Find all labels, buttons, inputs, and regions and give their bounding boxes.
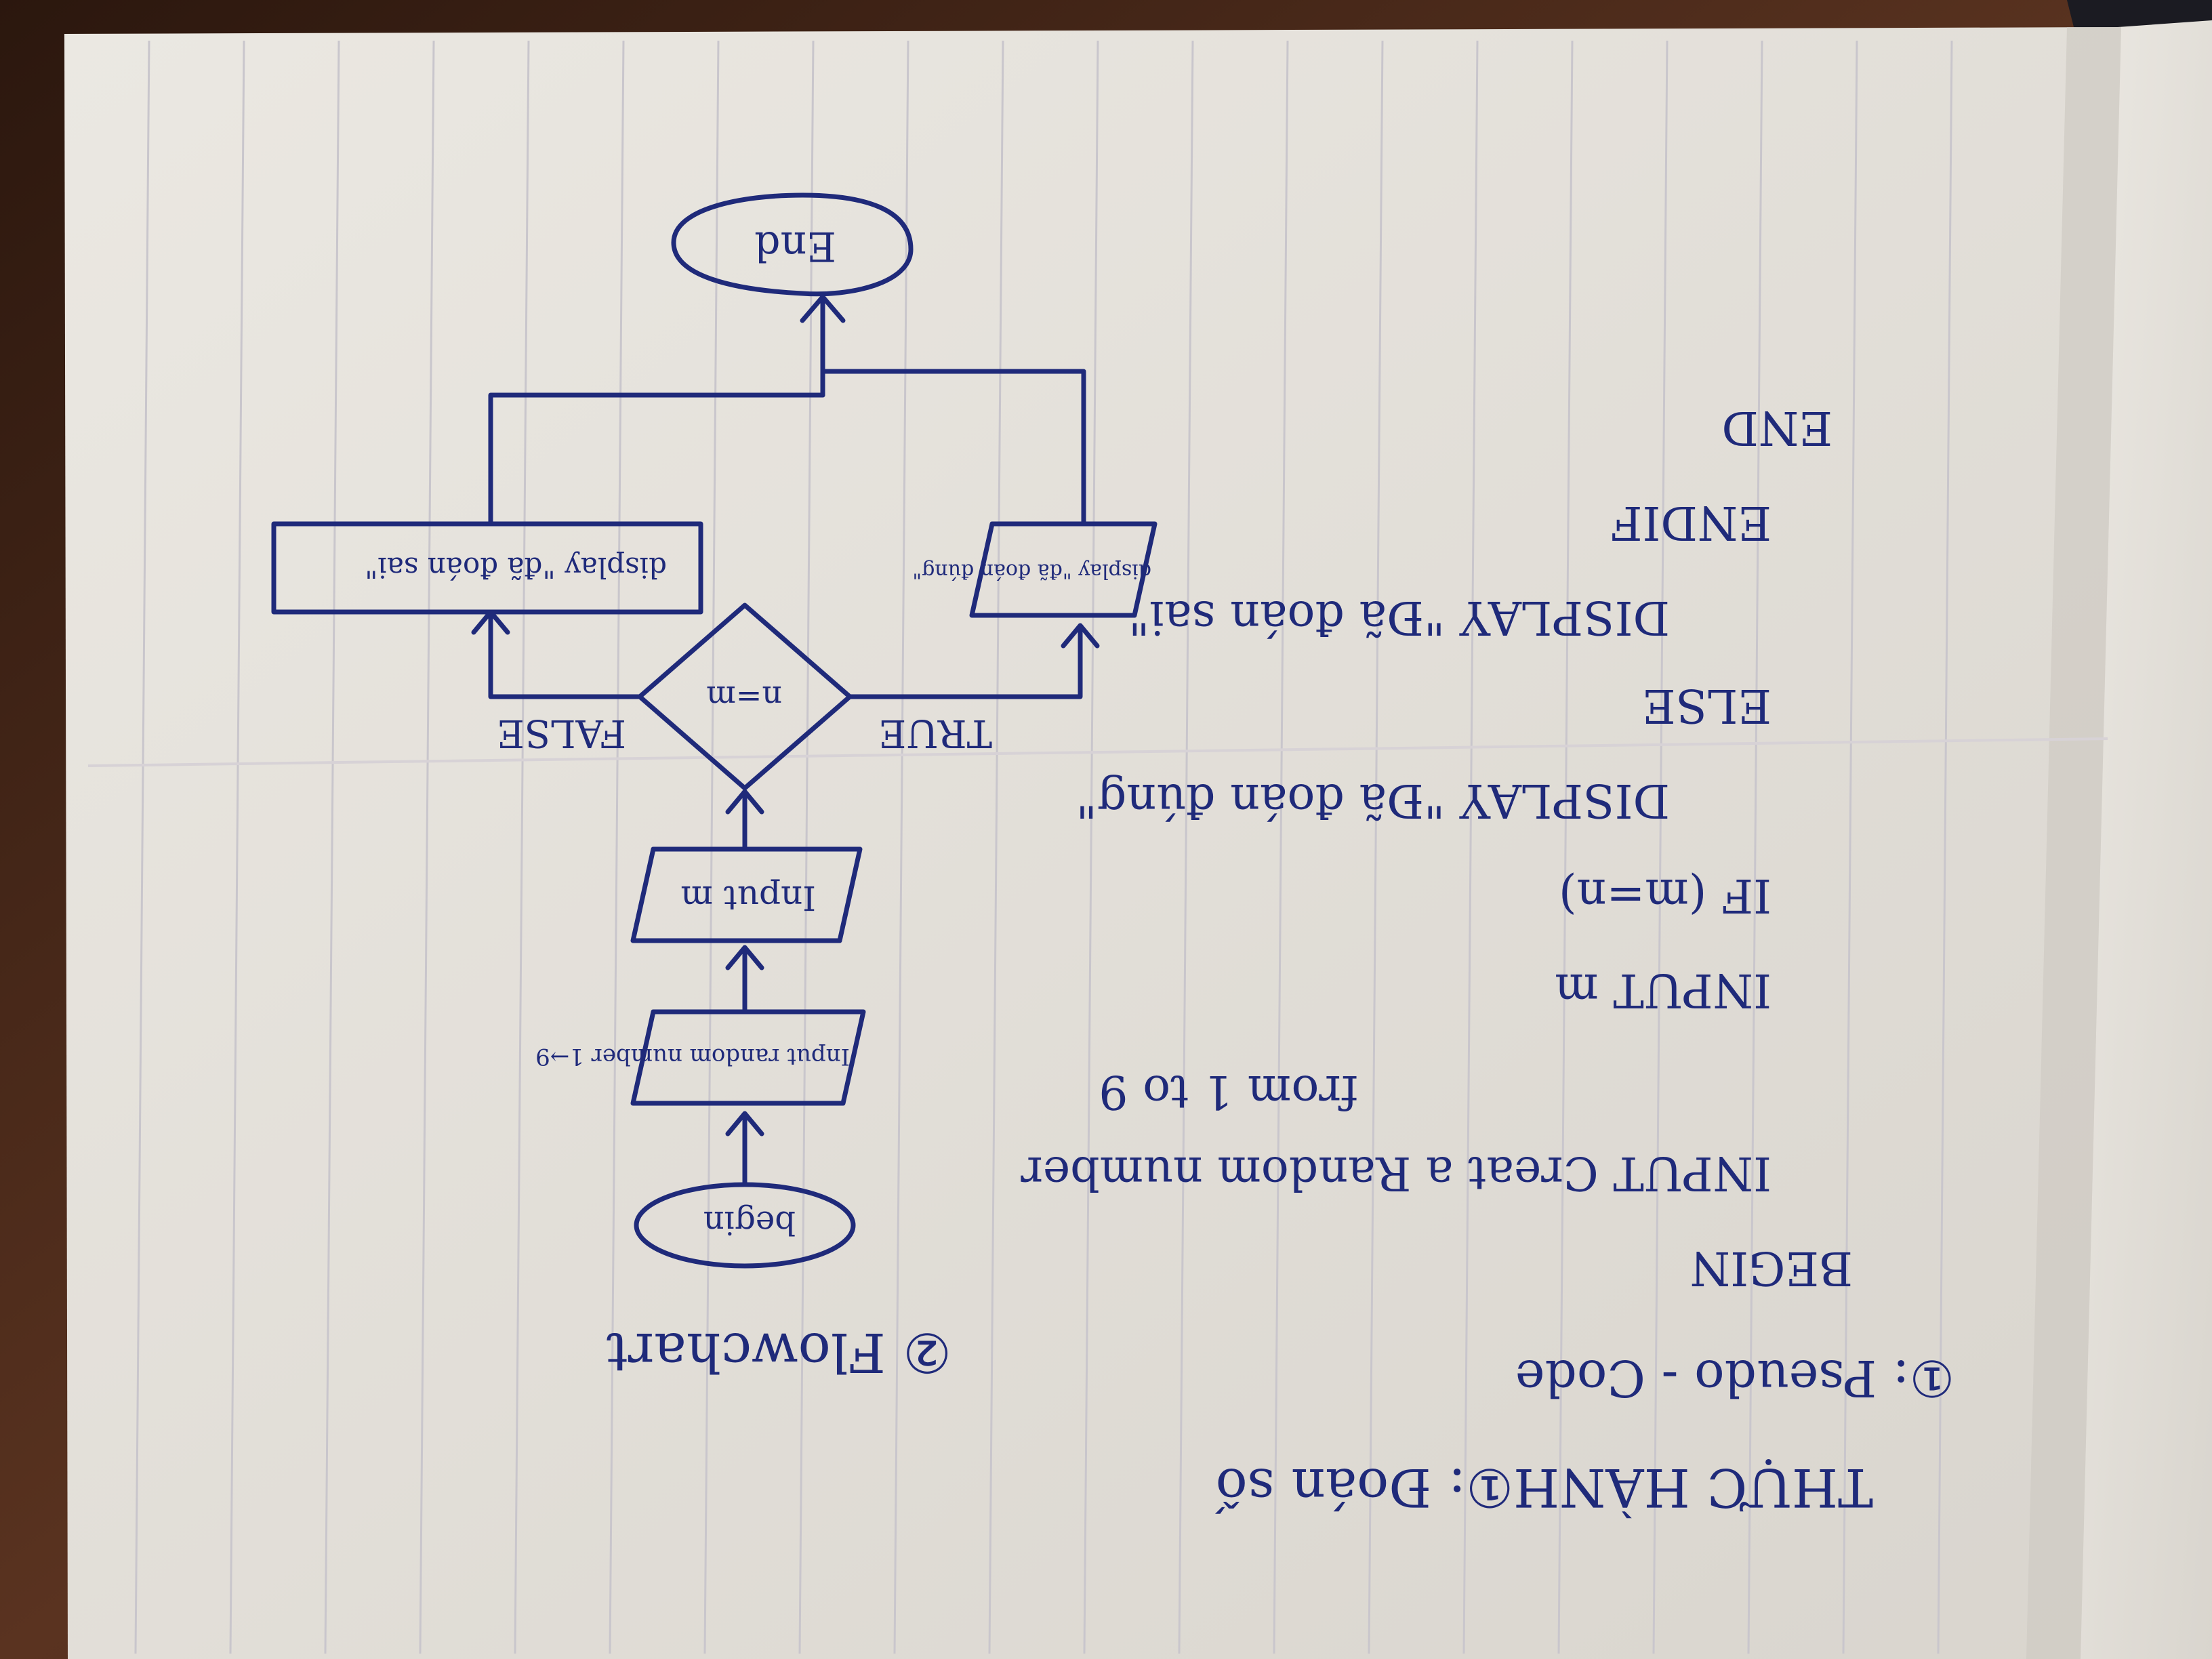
rule-line bbox=[1937, 40, 1953, 1654]
end-terminal bbox=[671, 192, 914, 297]
flow-arrowhead bbox=[1061, 623, 1100, 649]
flow-arrowhead bbox=[725, 1111, 764, 1136]
rule-line bbox=[893, 40, 909, 1654]
random-input-box bbox=[630, 1009, 866, 1106]
flowchart bbox=[271, 192, 1158, 1269]
rule-line bbox=[229, 40, 245, 1654]
pseudo-line: END bbox=[1721, 401, 1832, 454]
page-title: THỰC HÀNH①: Đoán số bbox=[1215, 1456, 1873, 1519]
rule-line bbox=[1842, 40, 1858, 1654]
pseudo-heading: ①: Pseudo - Code bbox=[1515, 1349, 1954, 1407]
handwriting: THỰC HÀNH①: Đoán số ①: Pseudo - Code BEG… bbox=[271, 192, 1954, 1519]
random-label: Input random number 1→9 bbox=[535, 1043, 850, 1070]
pseudo-line: INPUT Creat a Random number bbox=[1021, 1146, 1771, 1200]
input-m-label: Input m bbox=[680, 878, 816, 918]
false-branch-line bbox=[488, 613, 642, 699]
rule-line bbox=[609, 40, 625, 1654]
rule-line bbox=[1652, 40, 1668, 1654]
pseudo-line: DISPLAY "Đã đoán đúng" bbox=[1076, 773, 1670, 827]
flow-arrowhead bbox=[725, 945, 764, 970]
rule-line bbox=[514, 40, 530, 1654]
merge-line bbox=[488, 392, 825, 527]
flow-arrowhead bbox=[725, 789, 764, 815]
rule-line bbox=[1178, 40, 1194, 1654]
rule-line bbox=[324, 40, 340, 1654]
pseudo-line: ELSE bbox=[1642, 678, 1771, 732]
notebook-page bbox=[64, 27, 2121, 1659]
rule-line bbox=[1747, 40, 1763, 1654]
display-true-label: display "đã đoán đúng" bbox=[912, 559, 1151, 583]
flowchart-heading: ② Flowchart bbox=[607, 1321, 951, 1384]
rule-line bbox=[1462, 40, 1479, 1654]
decision-diamond bbox=[637, 602, 853, 791]
true-branch-line bbox=[847, 626, 1083, 699]
pseudo-line: INPUT m bbox=[1555, 963, 1771, 1017]
rule-line bbox=[419, 40, 435, 1654]
decision-label: n=m bbox=[706, 679, 782, 716]
pseudo-line: BEGIN bbox=[1690, 1241, 1853, 1294]
rule-line bbox=[1273, 40, 1289, 1654]
rule-line bbox=[1368, 40, 1384, 1654]
spine-shadow bbox=[2026, 27, 2121, 1659]
false-label: FALSE bbox=[497, 711, 626, 755]
rule-line bbox=[1557, 40, 1574, 1654]
true-label: TRUE bbox=[878, 711, 992, 755]
begin-label: begin bbox=[703, 1204, 796, 1242]
pseudo-line: DISPLAY "Đã đoán sai" bbox=[1128, 590, 1670, 644]
rule-line bbox=[134, 40, 150, 1654]
pseudo-code-block: BEGIN INPUT Creat a Random number from 1… bbox=[1021, 401, 1853, 1294]
rule-line bbox=[1083, 40, 1099, 1654]
margin-line bbox=[87, 737, 2108, 767]
flow-arrowhead bbox=[800, 294, 846, 323]
display-false-box bbox=[271, 521, 703, 615]
merge-line bbox=[820, 369, 1086, 527]
end-label: End bbox=[754, 222, 836, 270]
flowchart-labels: begin Input random number 1→9 Input m n=… bbox=[365, 222, 1151, 1242]
rule-line bbox=[988, 40, 1004, 1654]
display-false-label: display "đã đoán sai" bbox=[365, 551, 667, 584]
pseudo-line: ENDIF bbox=[1610, 495, 1771, 549]
pseudo-line: IF (m=n) bbox=[1559, 868, 1771, 922]
input-m-box bbox=[630, 846, 863, 943]
display-true-box bbox=[969, 521, 1158, 618]
pseudo-line: from 1 to 9 bbox=[1099, 1065, 1358, 1118]
